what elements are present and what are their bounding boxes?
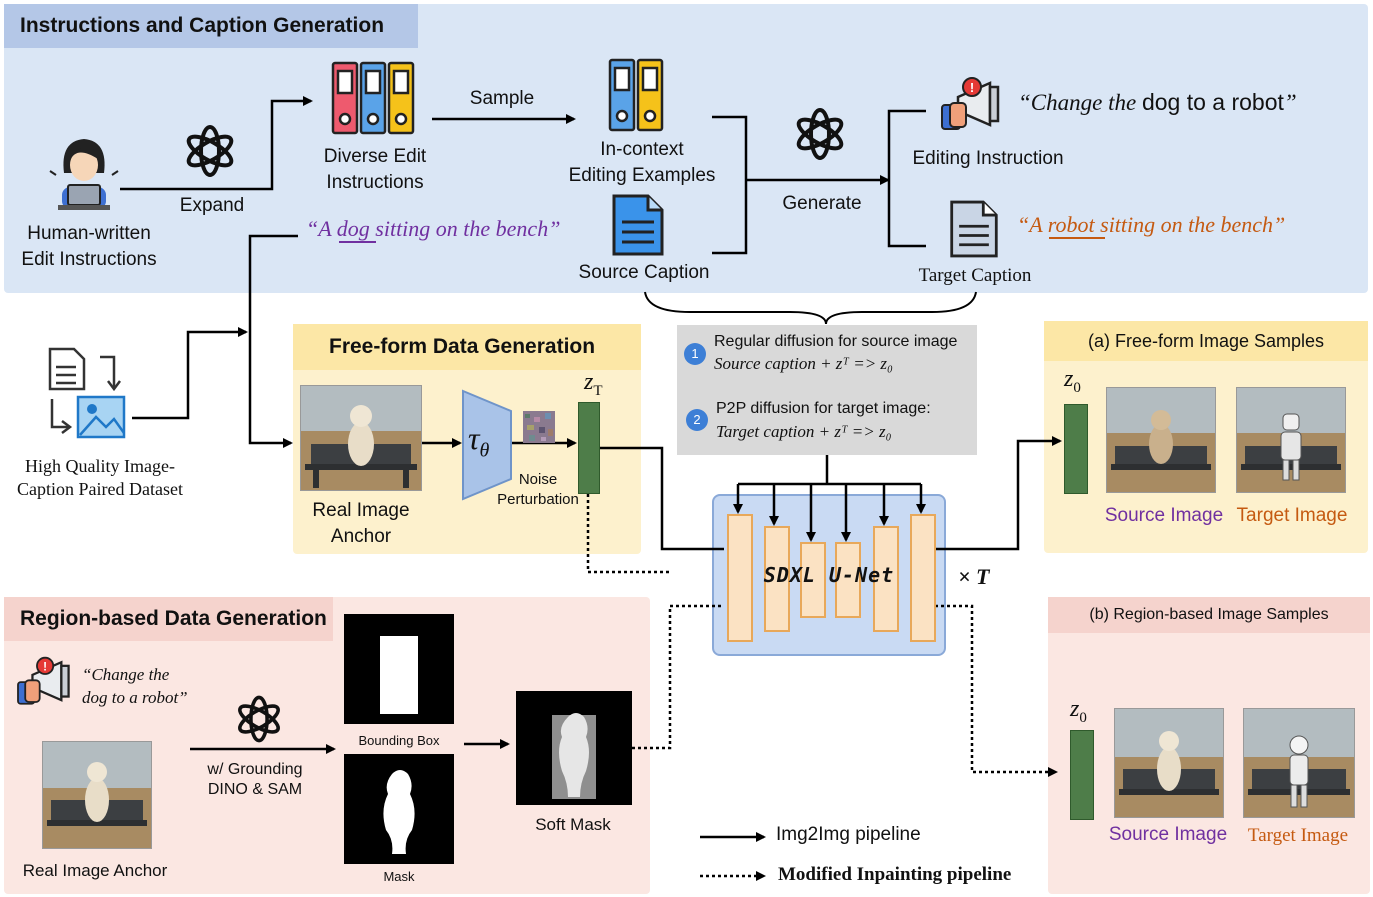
legend-dotted-label: Modified Inpainting pipeline	[778, 864, 1012, 885]
document-icon	[612, 194, 664, 256]
freeform-source-photo	[1106, 387, 1216, 493]
step-1-formula: Source caption + zᵀ => z₀	[714, 354, 893, 373]
region-target-photo	[1243, 708, 1355, 818]
step-1-badge: 1	[684, 343, 706, 365]
source-caption-quote: “A dog sitting on the bench”	[306, 216, 561, 241]
freeform-samples-header: (a) Free-form Image Samples	[1044, 321, 1368, 361]
freeform-panel-header: Free-form Data Generation	[293, 324, 641, 370]
sample-label: Sample	[469, 88, 535, 109]
diffusion-description-box	[677, 325, 977, 455]
grounding-label: w/ Grounding DINO & SAM	[207, 761, 303, 798]
soft-mask-label: Soft Mask	[535, 815, 611, 834]
dataset-icon	[48, 347, 126, 439]
svg-text:!: !	[970, 80, 974, 95]
region-target-label: Target Image	[1247, 825, 1349, 846]
mask-label: Mask	[383, 869, 415, 884]
source-caption-label: Source Caption	[578, 262, 710, 283]
unet-layer	[910, 514, 936, 642]
unet-layer	[800, 542, 826, 618]
step-1-title: Regular diffusion for source image	[714, 333, 958, 350]
bounding-box-mask	[344, 614, 454, 724]
dog-underline	[339, 241, 376, 243]
soft-mask	[516, 691, 632, 805]
unet-label: SDXL U-Net	[763, 563, 895, 587]
region-real-image-photo	[42, 741, 152, 849]
instructions-panel-header: Instructions and Caption Generation	[4, 4, 418, 48]
unet-layer	[873, 526, 899, 632]
diverse-instructions-label: Diverse Edit Instructions	[323, 146, 427, 193]
noise-perturbation-label: Noise Perturbation	[497, 471, 579, 508]
encoder-label: τθ	[468, 420, 490, 462]
document-icon	[950, 200, 998, 258]
region-latent-z0-label: z0	[1070, 696, 1087, 726]
region-source-photo	[1114, 708, 1224, 818]
real-image-anchor-label: Real Image Anchor	[312, 500, 410, 547]
region-latent-z0-bar	[1070, 730, 1094, 820]
latent-z0-label: z0	[1064, 366, 1081, 396]
segmentation-mask	[344, 754, 454, 864]
unet-layer	[764, 526, 790, 632]
expand-label: Expand	[179, 195, 245, 216]
target-caption-quote: “A robot sitting on the bench”	[1017, 212, 1286, 237]
svg-text:!: !	[43, 660, 47, 673]
latent-z0-bar	[1064, 404, 1088, 494]
unet-times-t: × T	[958, 564, 990, 589]
latent-zt-bar	[578, 402, 600, 494]
instruction-quote: “Change the dog to a robot”	[1018, 89, 1297, 115]
freeform-target-label: Target Image	[1236, 505, 1348, 526]
step-2-title: P2P diffusion for target image:	[716, 400, 931, 417]
editing-instruction-label: Editing Instruction	[912, 148, 1064, 169]
real-image-anchor-photo	[300, 385, 422, 491]
binders-icon	[331, 61, 415, 135]
megaphone-icon: !	[941, 77, 1000, 130]
generate-label: Generate	[782, 193, 862, 214]
unet-layer	[727, 514, 753, 642]
bounding-box-label: Bounding Box	[358, 733, 440, 748]
region-samples-header: (b) Region-based Image Samples	[1048, 597, 1370, 633]
region-source-label: Source Image	[1108, 824, 1228, 845]
freeform-target-photo	[1236, 387, 1346, 493]
person-with-laptop-icon	[49, 139, 119, 210]
binders-small-icon	[608, 58, 664, 132]
dataset-label: High Quality Image- Caption Paired Datas…	[17, 456, 183, 499]
megaphone-icon: !	[17, 656, 70, 705]
openai-logo-icon	[186, 125, 234, 177]
freeform-source-label: Source Image	[1104, 505, 1224, 526]
noise-patch	[523, 411, 555, 443]
region-panel-header: Region-based Data Generation	[4, 597, 333, 641]
unet-layer	[835, 542, 861, 618]
latent-zt-label: zT	[584, 369, 603, 399]
region-instruction-quote: “Change the dog to a robot”	[82, 665, 188, 707]
encoder-trapezoid	[462, 389, 512, 501]
region-real-image-label: Real Image Anchor	[22, 861, 168, 880]
step-2-badge: 2	[686, 409, 708, 431]
robot-underline	[1049, 237, 1105, 239]
openai-logo-icon	[796, 108, 844, 160]
incontext-examples-label: In-context Editing Examples	[568, 139, 716, 186]
openai-logo-icon	[238, 695, 280, 743]
target-caption-label: Target Caption	[918, 265, 1032, 286]
human-written-label: Human-written Edit Instructions	[21, 223, 157, 270]
legend-solid-label: Img2Img pipeline	[776, 824, 921, 845]
step-2-formula: Target caption + zᵀ => z₀	[716, 422, 892, 441]
